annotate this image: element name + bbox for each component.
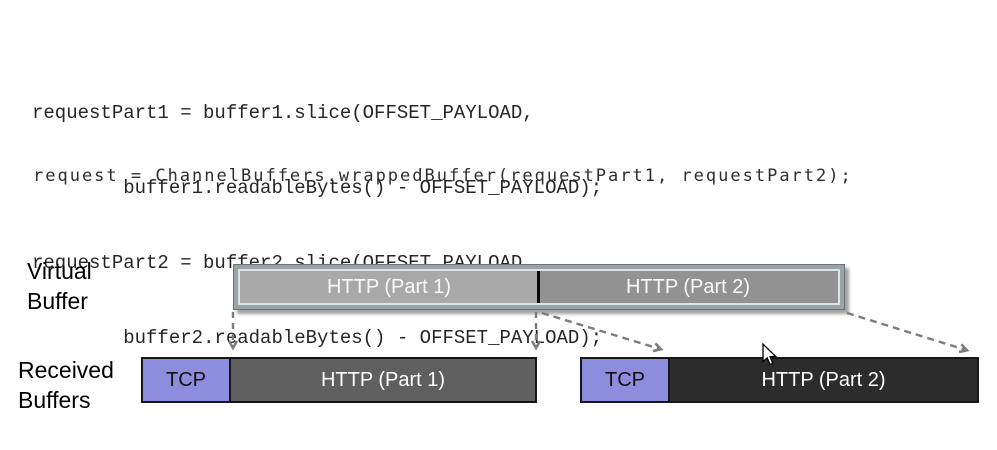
virtual-buffer-part2: HTTP (Part 2) [538, 271, 838, 303]
virtual-buffer: HTTP (Part 1) HTTP (Part 2) [233, 264, 845, 310]
received-buffer-2: TCP HTTP (Part 2) [580, 357, 979, 403]
received-buffers-label: Received Buffers [18, 357, 114, 413]
code-wrapped-buffer-line: request = ChannelBuffers.wrappedBuffer(r… [33, 166, 853, 186]
code-line: buffer1.readableBytes() - OFFSET_PAYLOAD… [32, 177, 603, 199]
received-buffer-2-tcp-segment: TCP [582, 359, 670, 401]
received-buffer-1-http-segment: HTTP (Part 1) [231, 359, 535, 401]
virtual-buffer-inner: HTTP (Part 1) HTTP (Part 2) [238, 269, 840, 305]
code-line: buffer2.readableBytes() - OFFSET_PAYLOAD… [32, 327, 603, 349]
code-snippet: requestPart1 = buffer1.slice(OFFSET_PAYL… [32, 51, 602, 401]
virtual-buffer-part1: HTTP (Part 1) [240, 271, 538, 303]
dashed-arrow-part2-end [846, 311, 966, 350]
code-line: requestPart1 = buffer1.slice(OFFSET_PAYL… [32, 102, 534, 124]
virtual-buffer-divider [537, 271, 540, 303]
received-buffer-2-http-segment: HTTP (Part 2) [670, 359, 977, 401]
virtual-buffer-label: Virtual Buffer [27, 258, 92, 314]
received-buffer-1: TCP HTTP (Part 1) [141, 357, 537, 403]
received-buffer-1-tcp-segment: TCP [143, 359, 231, 401]
